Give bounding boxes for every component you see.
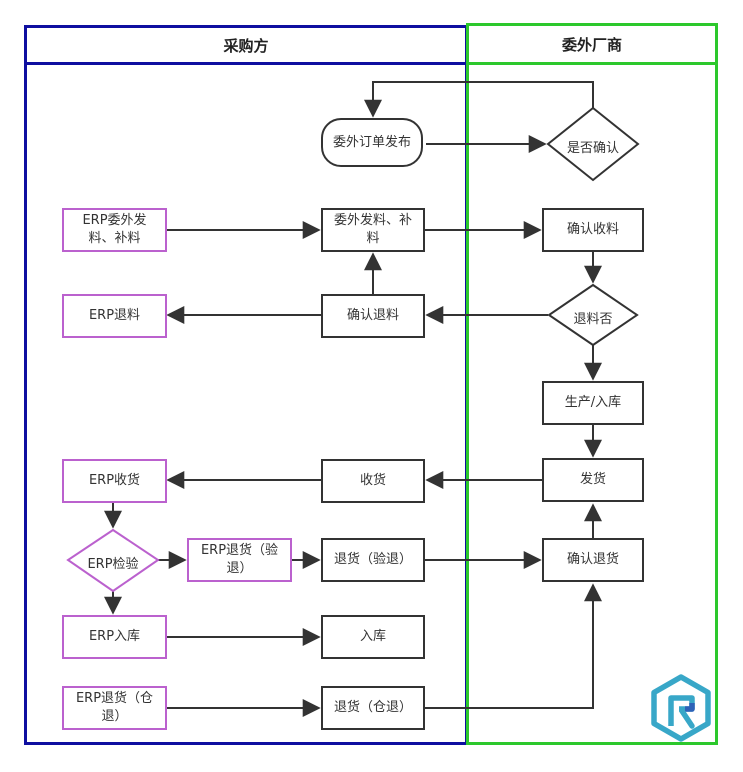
- node-order-publish-label: 委外订单发布: [332, 134, 411, 150]
- connector-confirm-order-to-order-publish: [364, 81, 594, 118]
- node-erp-issue-label: ERP委外发料、补料: [82, 213, 147, 246]
- node-production-label: 生产/入库: [564, 395, 622, 411]
- node-return-inspect: 退货（验退）: [321, 538, 425, 582]
- node-issue-material: 委外发料、补料: [321, 208, 425, 252]
- logo-r-leg: [679, 708, 695, 729]
- node-stockin: 入库: [321, 615, 425, 659]
- lane-purchaser-title: 采购方: [27, 28, 465, 65]
- node-receive: 收货: [321, 459, 425, 503]
- node-confirm-return-mat-label: 确认退料: [346, 308, 399, 324]
- node-erp-return-inspect-label: ERP退货（验退）: [200, 543, 279, 576]
- node-erp-return-inspect: ERP退货（验退）: [187, 538, 292, 582]
- lane-vendor: 委外厂商: [466, 23, 718, 745]
- connector-return-warehouse-to-confirm-return-goods: [425, 583, 602, 709]
- node-confirm-receive-mat-label: 确认收料: [566, 222, 619, 238]
- node-erp-return-mat: ERP退料: [62, 294, 167, 338]
- node-confirm-return-goods-label: 确认退货: [566, 552, 619, 568]
- node-order-publish: 委外订单发布: [321, 118, 423, 167]
- node-production: 生产/入库: [542, 381, 644, 425]
- node-return-inspect-label: 退货（验退）: [333, 552, 412, 568]
- confirm-order-diamond: [546, 106, 640, 182]
- logo-hexagon: [651, 674, 711, 742]
- node-return-warehouse: 退货（仓退）: [321, 686, 425, 730]
- node-erp-stockin: ERP入库: [62, 615, 167, 659]
- node-erp-receive-label: ERP收货: [88, 473, 141, 489]
- node-erp-stockin-label: ERP入库: [88, 629, 141, 645]
- node-confirm-receive-mat: 确认收料: [542, 208, 644, 252]
- node-erp-inspect-label: ERP检验: [87, 557, 139, 572]
- node-ship: 发货: [542, 458, 644, 502]
- lane-vendor-title: 委外厂商: [469, 26, 715, 65]
- return-material-q-diamond: [547, 283, 639, 347]
- node-erp-return-warehouse-label: ERP退货（仓退）: [75, 691, 154, 724]
- node-confirm-return-mat: 确认退料: [321, 294, 425, 338]
- node-return-warehouse-label: 退货（仓退）: [333, 700, 412, 716]
- node-receive-label: 收货: [359, 473, 386, 489]
- node-erp-return-warehouse: ERP退货（仓退）: [62, 686, 167, 730]
- node-issue-material-label: 委外发料、补料: [333, 213, 412, 246]
- logo-r-accent: [685, 703, 695, 712]
- node-erp-issue: ERP委外发料、补料: [62, 208, 167, 252]
- erp-inspect-diamond: [66, 528, 160, 593]
- node-return-material-q-label: 退料否: [573, 312, 613, 327]
- hexagon-r-logo-icon: [651, 674, 711, 742]
- node-erp-return-mat-label: ERP退料: [88, 308, 141, 324]
- node-confirm-return-goods: 确认退货: [542, 538, 644, 582]
- node-ship-label: 发货: [579, 472, 606, 488]
- node-confirm-order-label: 是否确认: [566, 141, 619, 156]
- node-stockin-label: 入库: [359, 629, 386, 645]
- node-erp-receive: ERP收货: [62, 459, 167, 503]
